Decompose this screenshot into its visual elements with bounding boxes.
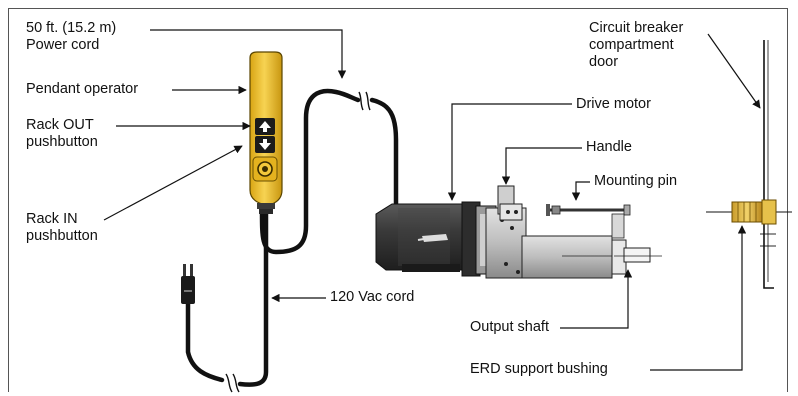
plug-icon bbox=[181, 264, 195, 304]
power-cord-label: 50 ft. (15.2 m) Power cord bbox=[26, 20, 116, 54]
leader-output-shaft bbox=[560, 269, 633, 329]
pendant-operator-label: Pendant operator bbox=[26, 81, 139, 97]
power-cord-label-line-1: 50 ft. (15.2 m) bbox=[26, 20, 117, 36]
breaker-door-label-line-2: compartment bbox=[589, 37, 674, 53]
leader-power-cord bbox=[150, 29, 347, 79]
handle-label: Handle bbox=[586, 139, 632, 155]
diagram-frame bbox=[8, 8, 788, 392]
output-shaft-label: Output shaft bbox=[470, 319, 549, 335]
leader-drive-motor bbox=[447, 103, 572, 201]
vac-cord-break bbox=[225, 373, 240, 393]
breaker-door-illustration bbox=[706, 40, 792, 289]
leader-rack-in bbox=[103, 145, 243, 221]
rack-in-label-line-1: Rack IN bbox=[26, 211, 78, 227]
leader-erd-bushing bbox=[650, 225, 747, 371]
mounting-pin-label: Mounting pin bbox=[594, 173, 678, 189]
erd-support-bushing-illustration bbox=[731, 199, 777, 225]
diagram-frame-left-edge bbox=[8, 8, 9, 392]
breaker-door-label-line-3: door bbox=[589, 54, 619, 70]
vac-cord bbox=[185, 211, 269, 387]
breaker-door-label-line-1: Circuit breaker bbox=[589, 20, 684, 36]
rack-out-label-line-2: pushbutton bbox=[26, 134, 98, 150]
breaker-door-label: Circuit breaker compartment door bbox=[589, 20, 683, 71]
rack-in-label: Rack IN pushbutton bbox=[26, 211, 98, 245]
erd-support-bushing-label: ERD support bushing bbox=[470, 361, 608, 377]
power-cord-break bbox=[358, 91, 371, 111]
drive-motor-illustration bbox=[375, 185, 662, 279]
vac-cord-label: 120 Vac cord bbox=[330, 289, 415, 305]
leader-mounting-pin bbox=[571, 181, 590, 201]
leader-breaker-door bbox=[707, 33, 761, 109]
rack-in-label-line-2: pushbutton bbox=[26, 228, 98, 244]
drive-motor-label: Drive motor bbox=[576, 96, 651, 112]
leader-lines bbox=[103, 29, 761, 371]
pendant-operator-illustration bbox=[249, 51, 283, 214]
rack-out-label-line-1: Rack OUT bbox=[26, 117, 94, 133]
power-cord-label-line-2: Power cord bbox=[26, 37, 100, 53]
rack-out-label: Rack OUT pushbutton bbox=[26, 117, 98, 151]
leader-handle bbox=[501, 147, 582, 185]
